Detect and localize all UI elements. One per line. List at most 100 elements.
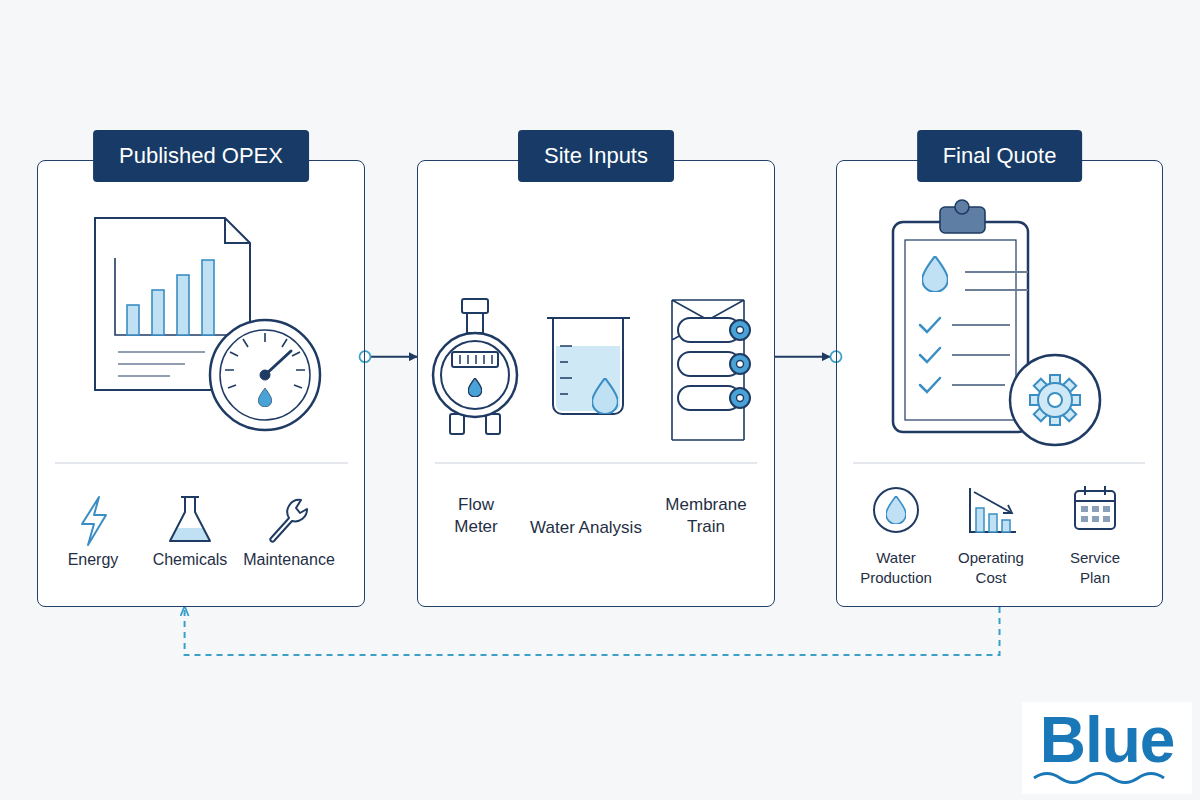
energy-icon: [82, 497, 106, 545]
panel-box: Published OPEX: [37, 160, 365, 607]
flow-meter-icon: [441, 341, 509, 409]
gear-icon: [1010, 355, 1100, 445]
cost-chart-icon: [989, 514, 997, 532]
logo-ground: [1022, 702, 1192, 794]
flow-meter-icon: [433, 299, 517, 434]
flow-meter-icon: [462, 299, 488, 313]
report-icon: [118, 352, 205, 376]
cost-chart-icon: [1002, 520, 1010, 532]
cost-chart-icon: [976, 508, 1010, 532]
icon-label: Water Production: [850, 548, 942, 587]
panel-box: Final Quote: [836, 160, 1163, 607]
clipboard-icon: [922, 256, 948, 292]
gear-icon: [1030, 375, 1080, 425]
gauge-icon: [220, 330, 310, 420]
flow-meter-icon: [450, 414, 464, 434]
wrench-icon: [270, 500, 307, 542]
logo-text: Blue: [1027, 708, 1187, 772]
cost-chart-icon: [976, 508, 984, 532]
cost-chart-icon: [1003, 505, 1012, 513]
gauge-icon: [260, 370, 270, 380]
report-icon: [152, 290, 164, 335]
cost-chart-icon: [970, 488, 1016, 532]
report-icon: [115, 258, 232, 335]
membrane-rack-icon: [737, 327, 744, 402]
calendar-icon: [1081, 506, 1088, 512]
icon-label: Operating Cost: [950, 548, 1032, 587]
clipboard-icon: [965, 272, 1028, 290]
panel-heading: Site Inputs: [518, 130, 674, 182]
panel-box: Site Inputs: [417, 160, 775, 607]
membrane-rack-icon: [730, 320, 750, 408]
calendar-icon: [1075, 486, 1115, 529]
icon-label: Water Analysis: [521, 517, 651, 539]
wrench-icon: [270, 500, 307, 542]
logo-ground: [1022, 702, 1192, 794]
energy-icon: [82, 497, 106, 545]
clipboard-icon: [952, 325, 1010, 385]
beaker-icon: [547, 318, 630, 414]
gauge-icon: [210, 320, 320, 430]
report-icon: [127, 260, 214, 335]
production-icon: [874, 488, 918, 532]
flow-arrow: [775, 356, 830, 358]
membrane-rack-icon: [730, 320, 750, 340]
membrane-rack-icon: [737, 361, 744, 368]
panel-ground: [836, 160, 1163, 607]
membrane-rack-icon: [730, 388, 750, 408]
icon-label: Service Plan: [1055, 548, 1135, 587]
flask-icon: [170, 497, 210, 541]
report-icon: [177, 275, 189, 335]
flow-meter-icon: [467, 313, 483, 333]
logo-ground: [1034, 774, 1164, 783]
calendar-icon: [1103, 516, 1110, 522]
clipboard-icon: [893, 200, 1028, 432]
gear-icon: [1048, 393, 1062, 407]
membrane-rack-icon: [737, 395, 744, 402]
calendar-icon: [1081, 506, 1110, 522]
gauge-icon: [258, 388, 272, 407]
feedback-arrow: [185, 607, 1000, 655]
panel-heading: Published OPEX: [93, 130, 309, 182]
cost-chart-icon: [974, 492, 1010, 512]
flow-arrow: [365, 356, 417, 358]
port-dot: [360, 351, 371, 362]
clipboard-icon: [920, 318, 940, 392]
separator: [435, 462, 757, 463]
clipboard-icon: [893, 222, 1028, 432]
beaker-icon: [560, 346, 572, 394]
flow-meter-icon: [460, 355, 492, 364]
separator: [55, 462, 348, 463]
beaker-icon: [547, 318, 630, 414]
calendar-icon: [1075, 491, 1115, 529]
icon-label: Chemicals: [140, 550, 240, 571]
membrane-rack-icon: [730, 354, 750, 374]
flow-meter-icon: [468, 378, 482, 397]
membrane-rack-icon: [672, 300, 750, 440]
panel-ground: [37, 160, 1163, 607]
icon-label: Energy: [48, 550, 138, 571]
icon-label: Flow Meter: [445, 494, 507, 538]
report-icon: [225, 218, 250, 243]
calendar-icon: [1075, 486, 1115, 501]
beaker-icon: [592, 378, 618, 414]
calendar-icon: [1092, 506, 1099, 512]
calendar-icon: [1092, 516, 1099, 522]
cost-chart-icon: [970, 488, 1016, 532]
report-icon: [127, 305, 139, 335]
panel-ground: [417, 160, 775, 607]
calendar-icon: [1103, 506, 1110, 512]
clipboard-icon: [905, 240, 1016, 420]
flow-meter-icon: [452, 352, 498, 367]
separator: [853, 462, 1145, 463]
panel-ground: [37, 160, 365, 607]
gauge-icon: [225, 333, 305, 388]
flow-meter-icon: [486, 414, 500, 434]
calendar-icon: [1081, 516, 1088, 522]
report-icon: [202, 260, 214, 335]
production-icon: [874, 488, 918, 532]
flow-meter-icon: [433, 333, 517, 417]
icon-label: Maintenance: [234, 550, 344, 571]
